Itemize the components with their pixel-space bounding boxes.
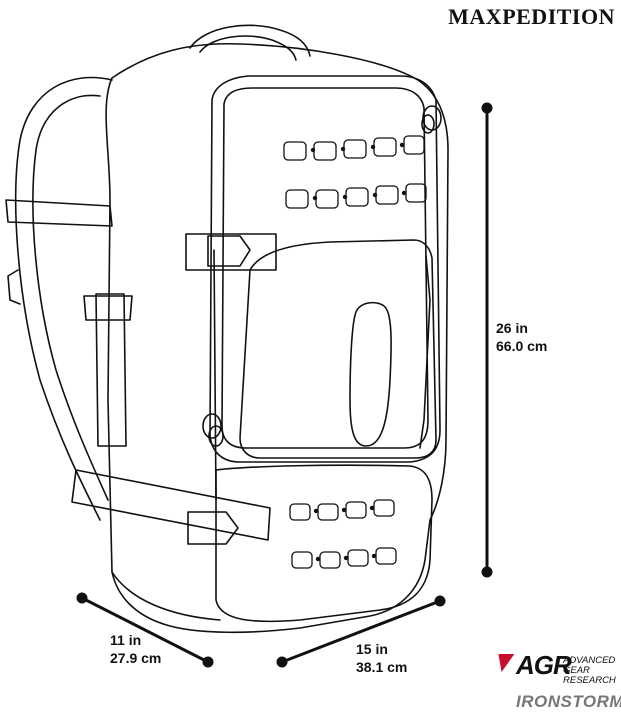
depth-imperial: 11 in xyxy=(110,632,142,648)
width-imperial: 15 in xyxy=(356,641,388,657)
product-name: IRONSTORM™ xyxy=(516,692,621,712)
agr-line1: ADVANCED xyxy=(563,655,616,666)
height-metric: 66.0 cm xyxy=(496,338,548,354)
brand-name: MAXPEDITION xyxy=(448,4,615,29)
height-imperial: 26 in xyxy=(496,320,528,336)
height-dimension-label: 26 in 66.0 cm xyxy=(496,319,547,355)
agr-mark: AGR xyxy=(516,650,572,680)
width-metric: 38.1 cm xyxy=(356,659,408,675)
depth-dimension-label: 11 in 27.9 cm xyxy=(110,631,161,667)
agr-line2: GEAR RESEARCH xyxy=(563,665,616,686)
product-name-text: IRONSTORM xyxy=(516,692,621,711)
depth-metric: 27.9 cm xyxy=(110,650,162,666)
maxpedition-logo: MAXPEDITION xyxy=(448,4,615,30)
agr-tagline: ADVANCED GEAR RESEARCH xyxy=(563,656,620,686)
width-dimension-label: 15 in 38.1 cm xyxy=(356,640,407,676)
agr-check-icon xyxy=(493,654,515,672)
agr-logo: AGR ADVANCED GEAR RESEARCH xyxy=(490,648,620,688)
dimension-line xyxy=(76,102,493,668)
